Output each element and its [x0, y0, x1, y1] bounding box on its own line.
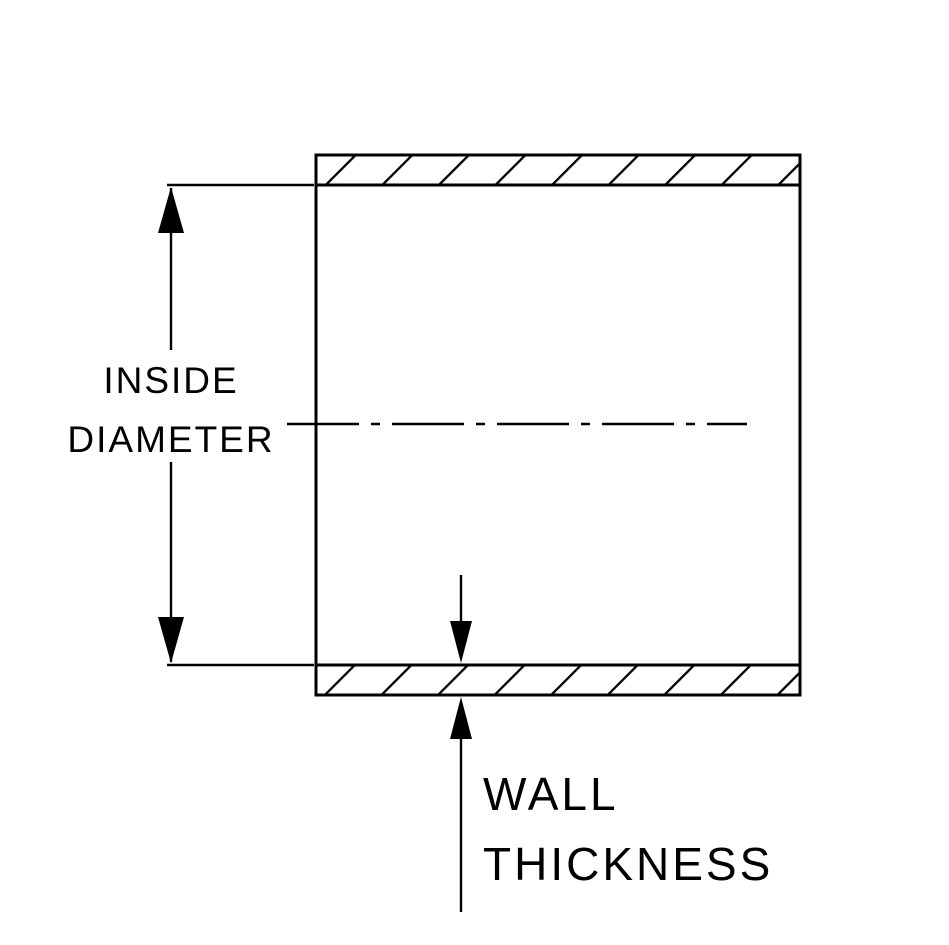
- wall-thickness-label-line2: THICKNESS: [483, 838, 773, 890]
- tube-cross-section: [287, 153, 802, 697]
- wall-thickness-label-line1: WALL: [483, 768, 619, 820]
- top-wall-hatched-band: [314, 153, 802, 187]
- arrowhead-up-icon: [158, 187, 184, 233]
- arrowhead-up-icon: [450, 697, 472, 739]
- arrowhead-down-icon: [450, 621, 472, 663]
- inside-diameter-dimension: INSIDE DIAMETER: [67, 183, 314, 667]
- bottom-wall-hatched-band: [314, 663, 802, 697]
- arrowhead-down-icon: [158, 617, 184, 663]
- wall-thickness-dimension: WALL THICKNESS: [450, 575, 773, 912]
- inside-diameter-label-line1: INSIDE: [103, 360, 238, 401]
- inside-diameter-label-line2: DIAMETER: [67, 419, 274, 460]
